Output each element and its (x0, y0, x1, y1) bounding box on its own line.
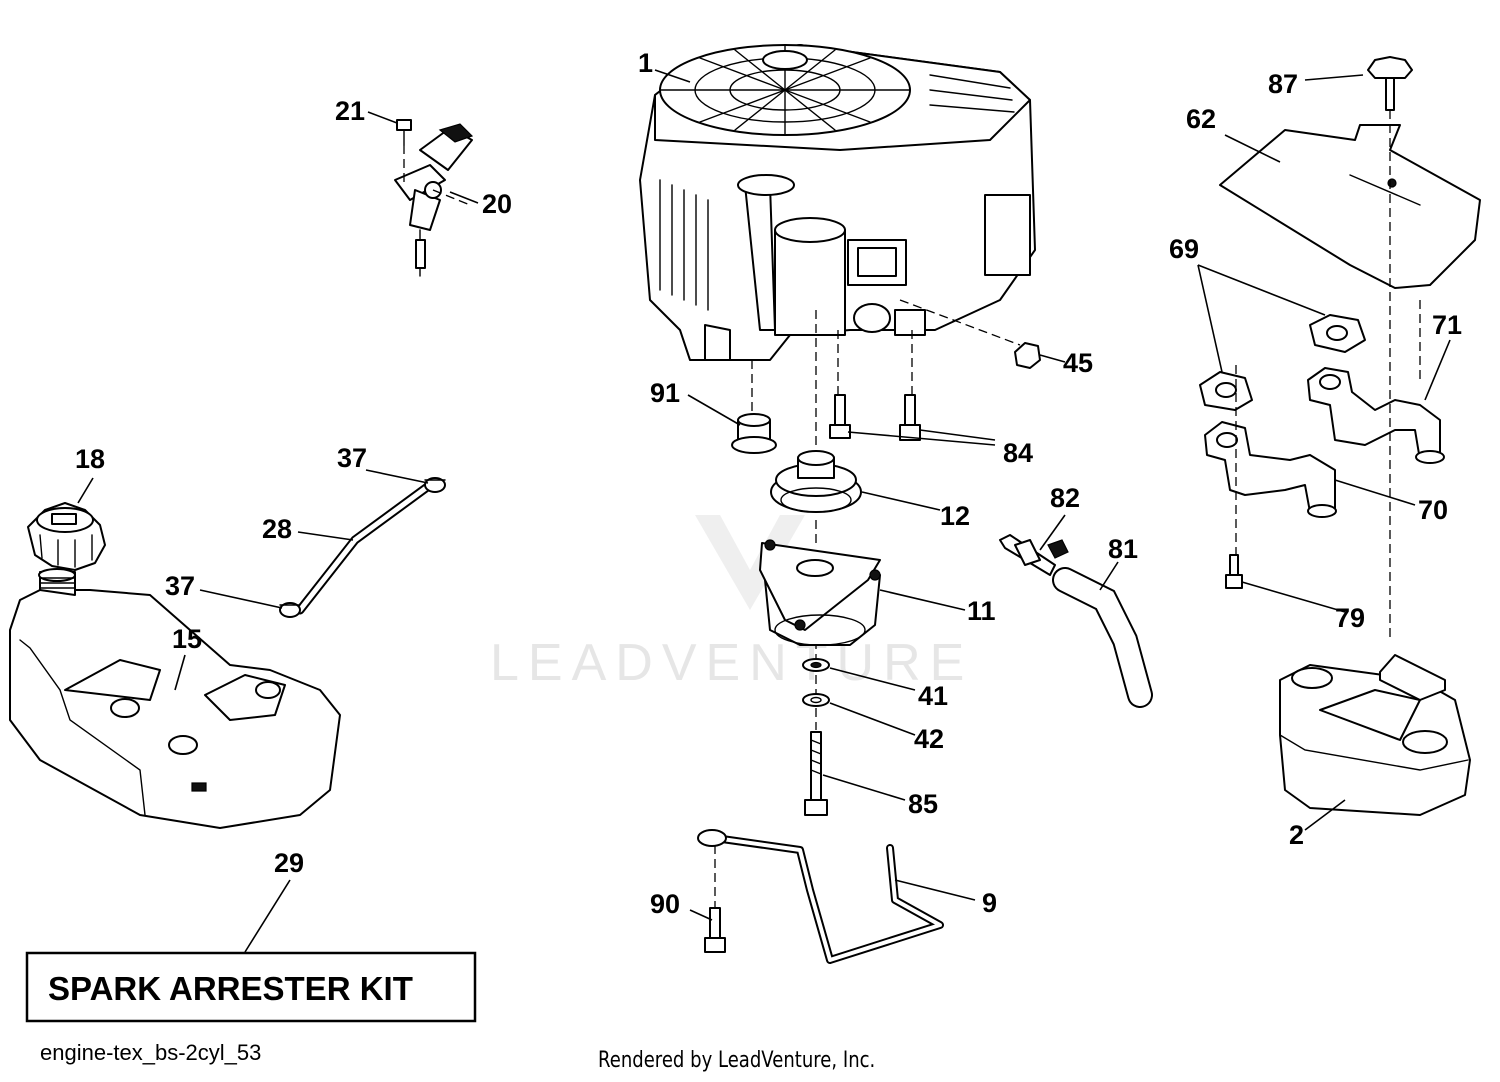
spark-arrester-kit-label: SPARK ARRESTER KIT (48, 970, 413, 1007)
exhaust-gasket-lower[interactable] (1199, 371, 1253, 411)
callout-9: 9 (982, 888, 997, 918)
callout-91: 91 (650, 378, 680, 408)
exhaust-pipe-70[interactable] (1204, 421, 1337, 518)
callout-81: 81 (1108, 534, 1138, 564)
callout-69: 69 (1169, 234, 1199, 264)
callout-12: 12 (940, 501, 970, 531)
callout-41: 41 (918, 681, 948, 711)
callout-20: 20 (482, 189, 512, 219)
callout-90: 90 (650, 889, 680, 919)
fuel-fitting[interactable] (999, 534, 1069, 576)
pto-clutch[interactable] (759, 539, 881, 646)
callout-18: 18 (75, 444, 105, 474)
throttle-control[interactable] (394, 119, 474, 277)
callout-82: 82 (1050, 483, 1080, 513)
engine-dash-lines (714, 299, 1021, 908)
hose-clamp-upper[interactable] (424, 477, 446, 493)
leader-lines (77, 69, 1451, 953)
callout-87: 87 (1268, 69, 1298, 99)
exhaust-gasket-upper[interactable] (1309, 314, 1366, 353)
pto-bolt[interactable] (804, 731, 828, 816)
callout-labels: 1 21 20 45 91 84 12 11 41 42 85 9 90 82 … (75, 48, 1462, 919)
fuel-cap[interactable] (27, 502, 106, 571)
callout-42: 42 (914, 724, 944, 754)
callout-29: 29 (274, 848, 304, 878)
callout-21: 21 (335, 96, 365, 126)
callout-37-upper: 37 (337, 443, 367, 473)
heat-shield[interactable] (1219, 124, 1481, 289)
muffler-knob[interactable] (1367, 56, 1413, 111)
spark-arrester-kit-box: SPARK ARRESTER KIT (25, 951, 477, 1023)
callout-37-lower: 37 (165, 571, 195, 601)
brace-bolt[interactable] (704, 907, 726, 953)
callout-11: 11 (967, 596, 996, 626)
hex-nut[interactable] (1014, 342, 1041, 369)
pto-pulley[interactable] (770, 450, 862, 513)
bushing[interactable] (731, 413, 777, 454)
engine-brace-rod[interactable] (697, 829, 944, 964)
muffler[interactable] (1279, 654, 1471, 816)
callout-15: 15 (172, 624, 202, 654)
exhaust-dash-lines (1235, 110, 1421, 640)
watermark: LEADVENTURE (490, 515, 973, 692)
watermark-text: LEADVENTURE (490, 634, 973, 692)
callout-71: 71 (1432, 310, 1462, 340)
washer-42[interactable] (802, 693, 830, 707)
fuel-line[interactable] (295, 480, 435, 615)
callout-84: 84 (1003, 438, 1033, 468)
fuel-hose[interactable] (1052, 567, 1153, 708)
callout-85: 85 (908, 789, 938, 819)
engine-block[interactable] (639, 44, 1036, 361)
muffler-bolt[interactable] (1225, 554, 1243, 589)
rendered-by-credit: Rendered by LeadVenture, Inc. (598, 1048, 876, 1073)
diagram-id: engine-tex_bs-2cyl_53 (40, 1040, 262, 1065)
fuel-tank[interactable] (9, 568, 341, 829)
washer-41[interactable] (802, 658, 830, 672)
callout-70: 70 (1418, 495, 1448, 525)
callout-79: 79 (1335, 603, 1365, 633)
callout-62: 62 (1186, 104, 1216, 134)
callout-2: 2 (1289, 820, 1304, 850)
callout-45: 45 (1063, 348, 1093, 378)
callout-28: 28 (262, 514, 292, 544)
hose-clamp-lower[interactable] (279, 602, 301, 618)
engine-bolts[interactable] (829, 394, 921, 441)
callout-1: 1 (638, 48, 653, 78)
exhaust-pipe-71[interactable] (1307, 367, 1445, 464)
